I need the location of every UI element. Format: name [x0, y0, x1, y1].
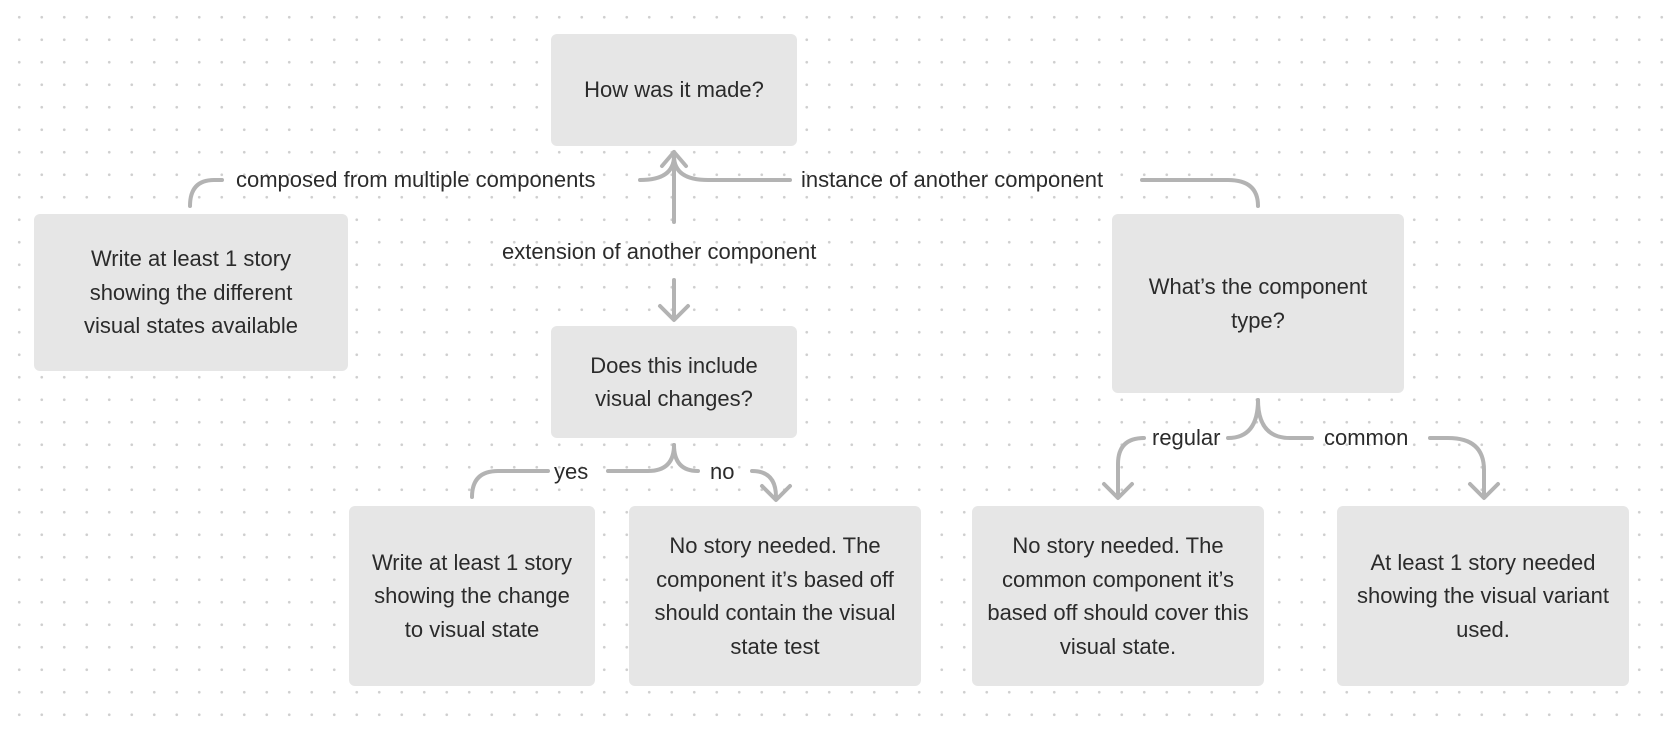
- component-type-question-text: What’s the component type?: [1148, 274, 1368, 333]
- common-result-text: At least 1 story needed showing the visu…: [1357, 549, 1609, 642]
- root-question-text: How was it made?: [584, 77, 764, 103]
- visual-changes-question-node[interactable]: Does this include visual changes?: [551, 326, 797, 438]
- edge-instance-line-left: [672, 154, 792, 182]
- edge-yes-line-right: [606, 443, 676, 473]
- composed-result-text: Write at least 1 story showing the diffe…: [83, 246, 298, 339]
- visual-changes-question-text: Does this include visual changes?: [590, 352, 758, 412]
- edge-instance-line-right: [1140, 178, 1260, 208]
- edge-common-line-left: [1256, 398, 1314, 440]
- no-result-node[interactable]: No story needed. The component it’s base…: [629, 506, 921, 686]
- regular-result-text: No story needed. The common component it…: [987, 533, 1249, 659]
- edge-label-composed: composed from multiple components: [236, 167, 596, 192]
- edge-common-line-right: [1428, 436, 1486, 498]
- common-result-node[interactable]: At least 1 story needed showing the visu…: [1337, 506, 1629, 686]
- root-question-node[interactable]: How was it made?: [551, 34, 797, 146]
- no-result-text: No story needed. The component it’s base…: [654, 533, 896, 659]
- yes-result-text: Write at least 1 story showing the chang…: [371, 549, 573, 642]
- edge-regular-line-left: [1116, 436, 1146, 498]
- yes-result-node[interactable]: Write at least 1 story showing the chang…: [349, 506, 595, 686]
- edge-regular-arrow-head: [1102, 482, 1134, 500]
- edge-label-common: common: [1324, 425, 1409, 450]
- edge-yes-line-left: [470, 469, 550, 499]
- edge-label-regular: regular: [1152, 425, 1221, 450]
- edge-extension-arrow-head: [658, 304, 690, 322]
- edge-label-instance: instance of another component: [801, 167, 1104, 192]
- component-type-question-node[interactable]: What’s the component type?: [1112, 214, 1404, 393]
- composed-result-node[interactable]: Write at least 1 story showing the diffe…: [34, 214, 348, 371]
- regular-result-node[interactable]: No story needed. The common component it…: [972, 506, 1264, 686]
- edge-no-line-left: [672, 443, 700, 473]
- edge-common-arrow-head: [1468, 482, 1500, 500]
- edge-regular-line-right: [1226, 398, 1260, 440]
- edge-label-yes: yes: [554, 459, 589, 484]
- edge-label-no: no: [710, 459, 735, 484]
- edge-no-arrow-head: [760, 484, 792, 502]
- edge-composed-line-left: [188, 178, 224, 208]
- edge-label-extension: extension of another component: [502, 239, 817, 264]
- edge-no-line-right: [750, 469, 778, 499]
